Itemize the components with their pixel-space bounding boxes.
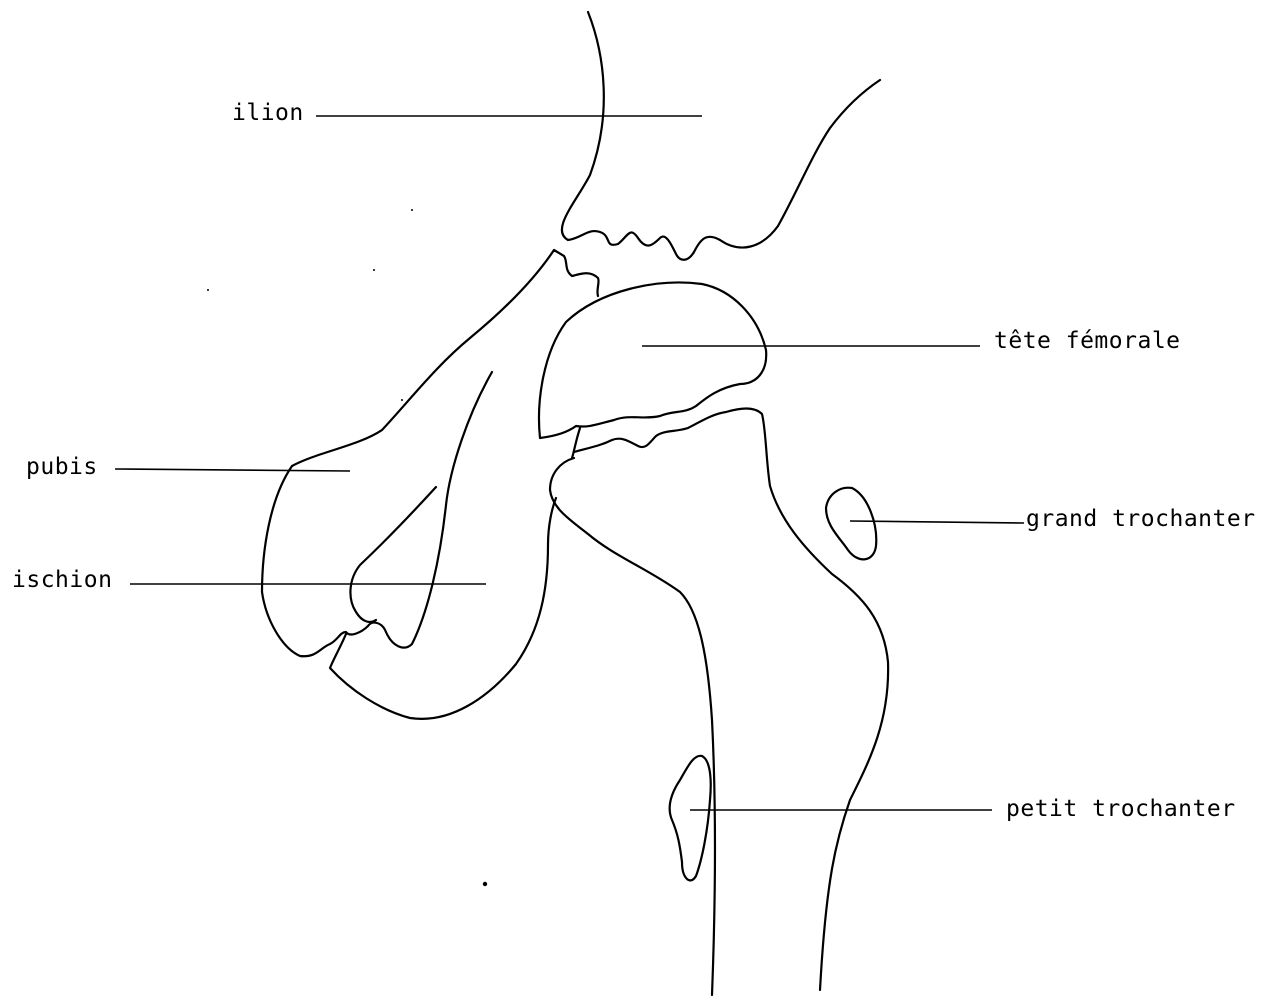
grand-trochanter-leader [850, 521, 1024, 523]
pubis-leader [115, 469, 350, 471]
pubis-label: pubis [26, 454, 98, 480]
grand-trochanter-outline [826, 488, 876, 560]
ilion-label: ilion [232, 100, 304, 126]
scan-dot [483, 882, 487, 886]
scan-dot [207, 289, 209, 291]
grand-trochanter-label: grand trochanter [1026, 506, 1256, 532]
scan-dot [401, 399, 403, 401]
femoral-head-outline [539, 283, 766, 438]
scan-dot [411, 209, 413, 211]
tete-femorale-label: tête fémorale [994, 328, 1181, 354]
petit-trochanter-label: petit trochanter [1006, 796, 1236, 822]
acetabulum-line [572, 428, 580, 458]
petit-trochanter-outline [670, 756, 711, 881]
femur-outline [574, 409, 888, 991]
femur-inner-outline [550, 458, 715, 995]
ilion-outline [562, 12, 880, 260]
scan-dot [373, 269, 375, 271]
ischion-label: ischion [12, 567, 112, 593]
pubis-outline [262, 250, 599, 656]
